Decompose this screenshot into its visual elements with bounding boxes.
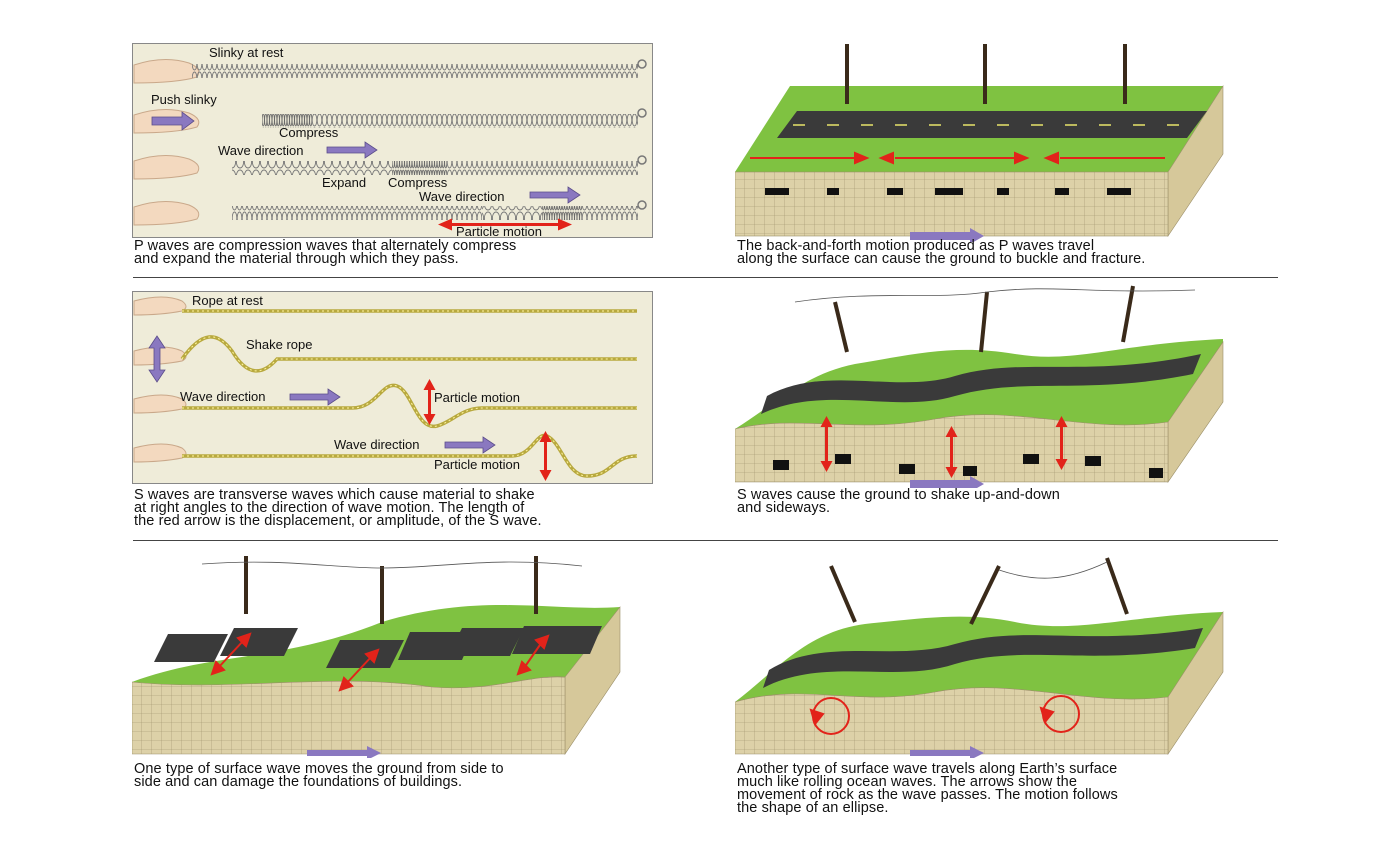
wave-direction-arrow-icon <box>307 746 381 758</box>
s-wave-rope-diagram: Rope at rest Shake rope Wave direction P… <box>132 291 653 484</box>
p-wave-ground-caption: The back-and-forth motion produced as P … <box>737 238 1146 267</box>
p-wave-slinky-diagram: Slinky at rest Push slinky Compress Wave… <box>132 43 653 239</box>
particle-motion-arrow-icon <box>438 218 572 231</box>
section-divider <box>133 277 1278 278</box>
label-push-slinky: Push slinky <box>151 92 217 107</box>
particle-motion-circle-icon <box>809 695 1080 735</box>
section-divider <box>133 540 1278 541</box>
label-particle-motion: Particle motion <box>434 390 520 405</box>
label-compress: Compress <box>279 125 339 140</box>
shake-arrow-icon <box>148 335 166 383</box>
particle-motion-arrow-icon <box>750 151 1165 165</box>
label-compress: Compress <box>388 175 448 190</box>
label-wave-direction: Wave direction <box>180 389 266 404</box>
power-pole-icon <box>845 44 1127 104</box>
p-wave-slinky-caption: P waves are compression waves that alter… <box>134 238 517 267</box>
wave-direction-arrow-icon <box>151 111 581 204</box>
wave-direction-arrow-icon <box>910 228 984 242</box>
label-slinky-at-rest: Slinky at rest <box>209 45 284 60</box>
s-wave-rope-caption: S waves are transverse waves which cause… <box>134 487 542 529</box>
wave-direction-arrow-icon <box>289 388 496 454</box>
label-wave-direction: Wave direction <box>334 437 420 452</box>
s-wave-ground-diagram <box>735 285 1224 488</box>
particle-motion-arrow-icon <box>820 416 1068 478</box>
label-particle-motion: Particle motion <box>456 224 542 239</box>
label-rope-at-rest: Rope at rest <box>192 293 263 308</box>
wave-direction-arrow-icon <box>910 476 984 488</box>
label-expand: Expand <box>322 175 366 190</box>
love-wave-ground-diagram <box>132 556 621 758</box>
power-pole-icon <box>829 557 1129 625</box>
power-pole-icon <box>833 285 1135 353</box>
label-wave-direction: Wave direction <box>419 189 505 204</box>
wave-direction-arrow-icon <box>910 746 984 758</box>
label-particle-motion: Particle motion <box>434 457 520 472</box>
power-pole-icon <box>244 556 538 624</box>
label-shake-rope: Shake rope <box>246 337 313 352</box>
rayleigh-wave-ground-diagram <box>735 557 1224 758</box>
particle-motion-arrow-icon <box>423 379 552 481</box>
love-wave-caption: One type of surface wave moves the groun… <box>134 761 504 790</box>
rayleigh-wave-caption: Another type of surface wave travels alo… <box>737 761 1118 816</box>
hand-icon <box>133 59 200 226</box>
particle-motion-arrow-icon <box>210 632 550 692</box>
label-wave-direction: Wave direction <box>218 143 304 158</box>
p-wave-ground-diagram <box>735 44 1224 242</box>
s-wave-ground-caption: S waves cause the ground to shake up-and… <box>737 487 1060 516</box>
